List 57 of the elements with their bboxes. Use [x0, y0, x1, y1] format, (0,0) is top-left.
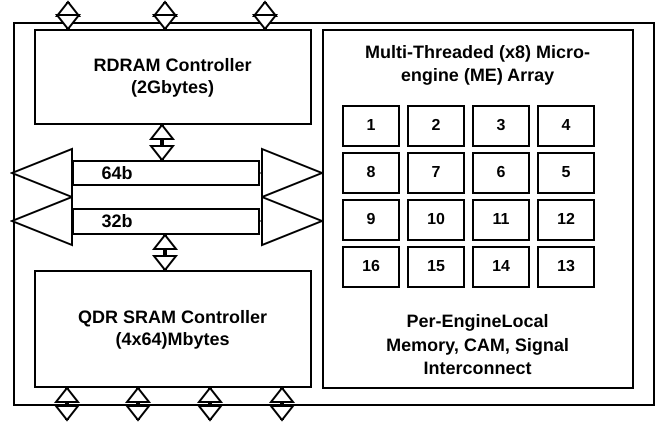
bus-arrowhead — [11, 196, 73, 246]
bus-bar — [72, 160, 260, 186]
double-arrow — [153, 1, 177, 30]
engine-box — [407, 246, 465, 288]
bus-width-label: 32b — [102, 212, 133, 230]
engine-box — [537, 199, 595, 241]
engine-box — [407, 199, 465, 241]
engine-number: 3 — [496, 116, 506, 136]
engine-number: 1 — [366, 116, 376, 136]
engine-number: 2 — [432, 116, 440, 136]
engine-box — [342, 246, 400, 288]
engine-number: 14 — [492, 257, 510, 277]
array-description: Per-EngineLocal Memory, CAM, Signal Interconnect — [385, 310, 570, 380]
double-arrow — [150, 124, 174, 161]
engine-box — [342, 199, 400, 241]
bus-bar — [72, 208, 260, 234]
bus-width-label: 64b — [102, 164, 133, 182]
engine-box — [472, 246, 530, 288]
engine-box — [537, 105, 595, 147]
double-arrow — [270, 387, 294, 421]
engine-box — [472, 152, 530, 194]
engine-number: 11 — [492, 210, 510, 230]
engine-box — [342, 152, 400, 194]
engine-box — [472, 199, 530, 241]
controller-label: QDR SRAM Controller (4x64)Mbytes — [77, 306, 268, 350]
double-arrow — [55, 387, 79, 421]
engine-number: 10 — [427, 210, 445, 230]
engine-box — [472, 105, 530, 147]
bus-arrowhead — [260, 196, 323, 246]
engine-number: 7 — [432, 163, 440, 183]
controller-box — [34, 28, 312, 124]
double-arrow — [198, 387, 222, 421]
engine-number: 12 — [557, 210, 575, 230]
engine-box — [537, 246, 595, 288]
bus-arrowhead — [260, 148, 323, 198]
double-arrow — [253, 1, 277, 30]
engine-box — [407, 105, 465, 147]
double-arrow — [126, 387, 150, 421]
bus-arrowhead — [11, 148, 73, 198]
engine-number: 13 — [557, 257, 575, 277]
controller-label: RDRAM Controller (2Gbytes) — [92, 54, 252, 98]
chip-outline — [13, 22, 655, 406]
engine-number: 5 — [562, 163, 570, 183]
engine-number: 15 — [427, 257, 445, 277]
engine-box — [407, 152, 465, 194]
engine-array-box — [322, 28, 634, 388]
controller-box — [34, 270, 312, 388]
engine-number: 9 — [366, 210, 376, 230]
engine-number: 4 — [562, 116, 570, 136]
array-title: Multi-Threaded (x8) Micro-engine (ME) Array — [364, 40, 591, 87]
engine-number: 8 — [366, 163, 376, 183]
engine-box — [537, 152, 595, 194]
engine-number: 6 — [496, 163, 506, 183]
engine-number: 16 — [362, 257, 380, 277]
double-arrow — [56, 1, 80, 30]
double-arrow — [153, 234, 177, 271]
engine-box — [342, 105, 400, 147]
